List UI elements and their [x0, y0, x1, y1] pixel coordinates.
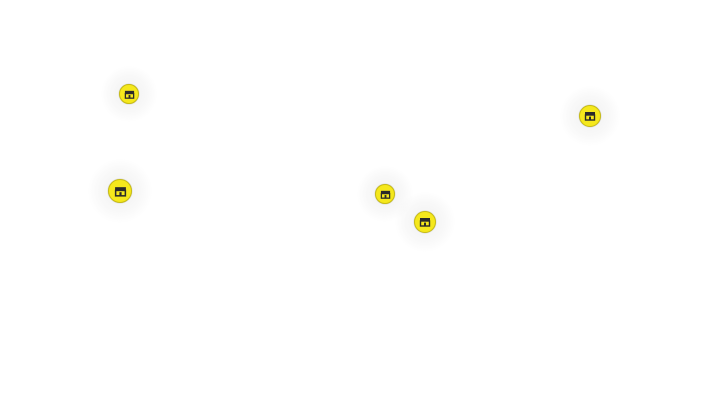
marker-disc — [108, 179, 132, 203]
storefront-icon — [380, 189, 391, 200]
marker-disc — [414, 211, 436, 233]
store-marker[interactable] — [560, 86, 620, 146]
storefront-icon — [114, 185, 127, 198]
marker-disc — [579, 105, 601, 127]
marker-disc — [375, 184, 395, 204]
storefront-icon — [124, 89, 135, 100]
store-marker[interactable] — [101, 66, 157, 122]
store-marker[interactable] — [395, 192, 455, 252]
storefront-icon — [419, 216, 431, 228]
store-marker[interactable] — [357, 166, 413, 222]
store-marker[interactable] — [88, 159, 152, 223]
storefront-icon — [584, 110, 596, 122]
marker-disc — [119, 84, 139, 104]
